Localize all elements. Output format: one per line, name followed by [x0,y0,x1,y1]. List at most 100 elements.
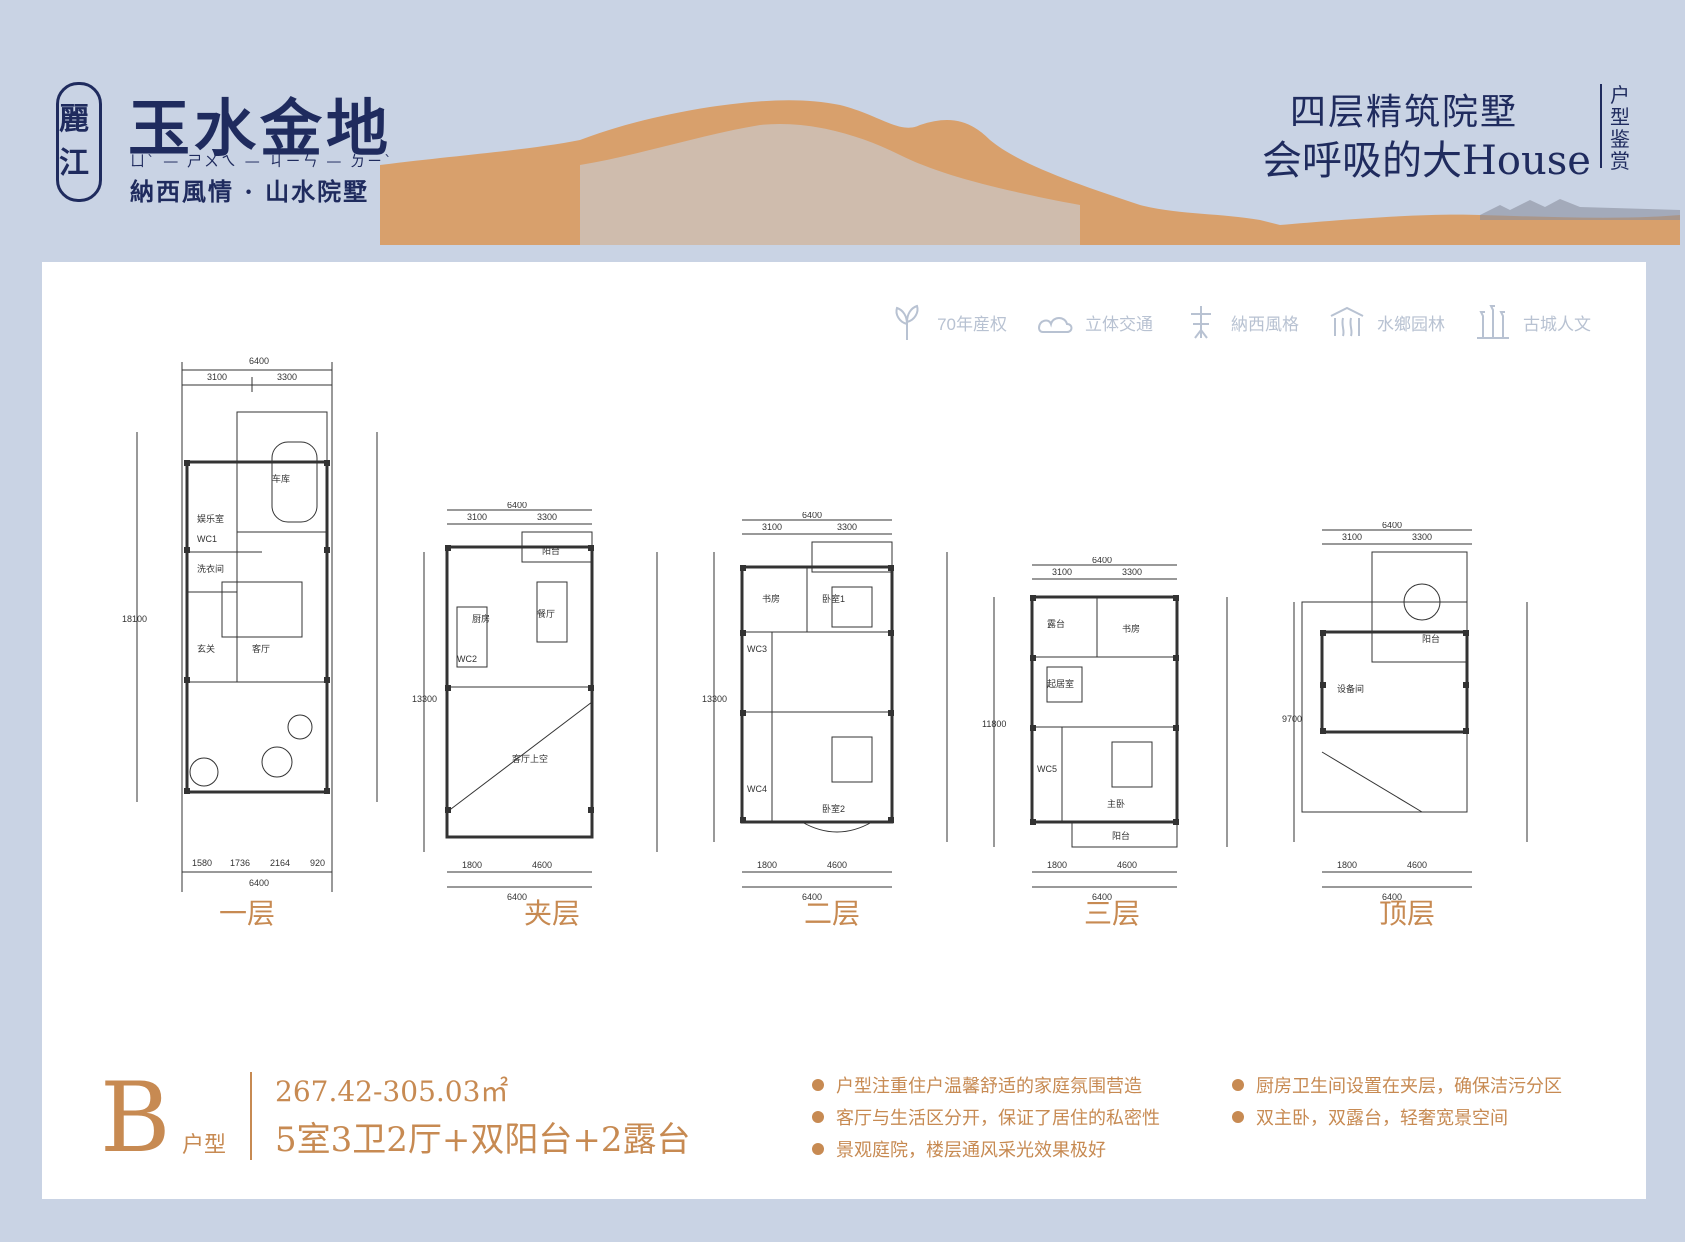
room-label: WC1 [197,534,217,544]
room-label: 主卧 [1107,798,1125,809]
feature-label: 古城人文 [1523,314,1591,334]
seal-text: 麗江 [59,102,89,181]
floorplan-first-floor: 6400 3100 3300 6400 1580 1736 2164 920 1… [112,352,402,902]
dim-bottom-part: 1580 [192,858,212,868]
dim-top: 6400 [507,502,527,510]
room-label: 餐厅 [537,608,555,619]
floorplan-top-floor: 6400 3100 3300 6400 1800 4600 9700 设备间 阳… [1282,520,1542,902]
dim-side: 11800 [982,719,1006,729]
dim-bottom-part: 1736 [230,858,250,868]
floorplan-third-floor: 6400 3100 3300 6400 1800 4600 11800 露台 书… [982,555,1242,902]
room-label: 阳台 [542,545,560,556]
dim-bottom-part: 4600 [1117,860,1137,870]
bullet-text: 景观庭院，楼层通风采光效果极好 [836,1140,1106,1160]
dim-bottom: 6400 [802,892,822,902]
brand-subtitle: 納西風情 · 山水院墅 [130,177,370,206]
floor-label-second: 二层 [803,897,860,930]
floor-label-third: 三层 [1083,897,1140,930]
floorplan-drawing: 6400 3100 3300 6400 1800 4600 13300 阳台 厨… [412,500,658,902]
dim-top: 6400 [249,356,269,366]
dim-bottom: 6400 [1092,892,1112,902]
feature-label: 70年産权 [937,314,1007,334]
feature-property-rights: 70年産权 [887,302,1007,342]
bullet-text: 双主卧，双露台，轻奢宽景空间 [1256,1108,1508,1128]
bullet-item: 双主卧，双露台，轻奢宽景空间 [1232,1104,1612,1130]
dim-bottom-part: 4600 [1407,860,1427,870]
dim-bottom-part: 1800 [1337,860,1357,870]
room-label: 玄关 [197,643,215,654]
room-label: 厨房 [472,613,490,624]
room-label: 书房 [762,593,780,604]
room-label: 起居室 [1047,678,1074,689]
mountain-illustration [380,100,1680,245]
room-label: 洗衣间 [197,563,224,574]
tagline-vertical: 户型鉴赏 [1610,83,1630,173]
floorplan-mezzanine: 6400 3100 3300 6400 1800 4600 13300 阳台 厨… [412,500,672,902]
floor-label-first: 一层 [218,897,275,930]
bullet-dot-icon [812,1079,824,1091]
feature-label: 立体交通 [1085,314,1153,334]
dim-bottom: 6400 [507,892,527,902]
bullet-text: 客厅与生活区分开，保证了居住的私密性 [836,1108,1160,1128]
dim-top: 6400 [802,512,822,520]
cloud-icon [1037,317,1073,333]
room-label: 阳台 [1422,633,1440,644]
bullet-dot-icon [1232,1111,1244,1123]
room-label: 阳台 [1112,830,1130,841]
room-label: 车库 [272,473,290,484]
bullet-dot-icon [812,1111,824,1123]
room-label: 客厅上空 [512,753,548,764]
dim-top-a: 3100 [1342,532,1362,542]
dim-top-a: 3100 [1052,567,1072,577]
room-label: WC3 [747,644,767,654]
lijiang-seal: 麗江 [56,82,102,202]
dim-top-b: 3300 [537,512,557,522]
dongba-script: ㄩ` — ㄕㄨㄟ — ㄐㄧㄣ — ㄉㄧˋ [130,152,394,170]
floorplan-drawing: 6400 3100 3300 6400 1580 1736 2164 920 1… [122,356,378,892]
unit-type-letter: B [100,1062,171,1174]
header: 麗江 玉水金地 ㄩ` — ㄕㄨㄟ — ㄐㄧㄣ — ㄉㄧˋ 納西風情 · 山水院墅… [0,0,1685,260]
dim-top-a: 3100 [467,512,487,522]
dim-side: 9700 [1282,714,1302,724]
room-label: WC5 [1037,764,1057,774]
floor-label-top: 顶层 [1378,897,1435,930]
dim-side: 18100 [122,614,147,624]
room-label: 娱乐室 [197,513,224,524]
feature-label: 納西風格 [1231,314,1299,334]
brand-logo: 玉水金地 [128,92,393,165]
plant-icon [895,304,919,340]
feature-garden: 水鄉园林 [1327,302,1445,342]
room-label: WC2 [457,654,477,664]
floorplan-drawing: 6400 3100 3300 6400 1800 4600 9700 设备间 阳… [1282,520,1528,902]
dim-bottom-part: 4600 [532,860,552,870]
dim-top-a: 3100 [207,372,227,382]
feature-transport: 立体交通 [1035,302,1153,342]
room-label: WC4 [747,784,767,794]
dim-top-b: 3300 [277,372,297,382]
room-label: 书房 [1122,623,1140,634]
floorplan-drawing: 6400 3100 3300 6400 1800 4600 13300 书房 卧… [702,510,948,902]
summary-divider [250,1072,252,1160]
dongba-figure-icon [1191,306,1211,339]
dim-bottom-part: 1800 [1047,860,1067,870]
room-label: 客厅 [252,643,270,654]
floorplan-panel: 70年産权 立体交通 納西風格 水鄉园林 古城人文 [42,262,1646,1199]
feature-style: 納西風格 [1181,302,1299,342]
dim-side: 13300 [702,694,727,704]
floorplan-drawing: 6400 3100 3300 6400 1800 4600 11800 露台 书… [982,555,1228,902]
bullet-dot-icon [812,1143,824,1155]
dim-bottom-part: 1800 [757,860,777,870]
feature-label: 水鄉园林 [1377,314,1445,334]
bullet-text: 厨房卫生间设置在夹层，确保洁污分区 [1256,1076,1562,1096]
floorplan-second-floor: 6400 3100 3300 6400 1800 4600 13300 书房 卧… [702,510,962,902]
bullet-item: 户型注重住户温馨舒适的家庭氛围营造 [812,1072,1232,1098]
unit-type-word: 户型 [182,1132,227,1157]
bullet-item: 客厅与生活区分开，保证了居住的私密性 [812,1104,1232,1130]
garden-icon [1330,306,1364,337]
dim-top: 6400 [1092,557,1112,565]
dim-top-a: 3100 [762,522,782,532]
bullet-dot-icon [1232,1079,1244,1091]
dim-top: 6400 [1382,522,1402,530]
dim-bottom-part: 2164 [270,858,290,868]
floor-label-mezzanine: 夹层 [523,897,580,930]
